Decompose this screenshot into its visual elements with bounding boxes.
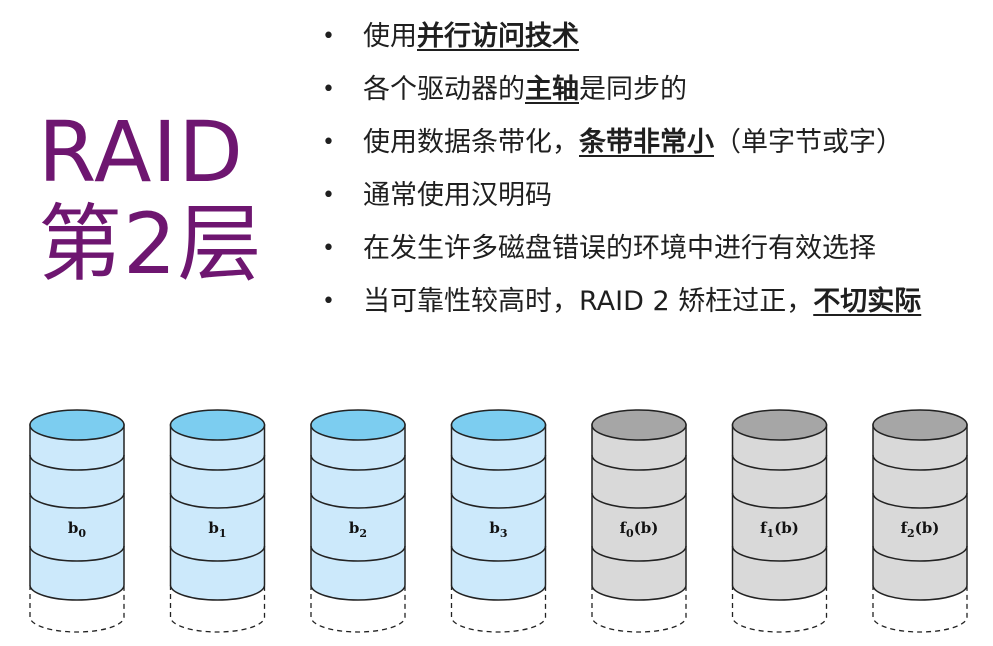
disk-strip-line (731, 454, 828, 471)
disk-label: b2 (349, 519, 367, 540)
disk-top (872, 409, 968, 441)
slide-title: RAID 第2层 (38, 106, 298, 290)
disk-strip-line (872, 454, 968, 471)
disk-top (310, 409, 406, 441)
check-disk: f1(b) (731, 409, 828, 633)
disk-top (169, 409, 266, 441)
bullet-text: 使用 (363, 21, 417, 52)
disk-strip-line (169, 545, 266, 562)
disk-strip-line (591, 545, 687, 562)
data-disk: b0 (29, 409, 125, 633)
bullet-text: 通常使用汉明码 (363, 180, 552, 211)
bullet-emphasis-text: 条带非常小 (579, 127, 714, 158)
bullet-dot-icon: • (322, 183, 335, 208)
disk-strip-line (310, 545, 406, 562)
bullet-text: 使用数据条带化， (363, 127, 579, 158)
disk-dashed-base (731, 585, 828, 633)
bullet-text: 在发生许多磁盘错误的环境中进行有效选择 (363, 233, 876, 264)
disk-top (731, 409, 828, 441)
disk-body (310, 424, 406, 601)
disk-top (450, 409, 547, 441)
check-disk: f2(b) (872, 409, 968, 633)
disk-label: b3 (489, 519, 507, 540)
disk-strip-line (731, 492, 828, 509)
disk-strip-line (310, 454, 406, 471)
bullet-text: 是同步的 (579, 74, 687, 105)
check-disk: f0(b) (591, 409, 687, 633)
disk-label: f2(b) (901, 519, 940, 540)
disk-label: b0 (68, 519, 87, 540)
bullet-item: • 通常使用汉明码 (318, 173, 921, 226)
disk-strip-line (310, 492, 406, 509)
raid2-disk-diagram: b0 b1 b2 b3 f0(b) f1(b) f2(b) (29, 409, 968, 633)
bullet-item: • 使用并行访问技术 (318, 14, 921, 67)
disk-strip-line (731, 545, 828, 562)
data-disk: b3 (450, 409, 547, 633)
bullet-text: 各个驱动器的 (363, 74, 525, 105)
disk-strip-line (591, 454, 687, 471)
disk-label: f0(b) (620, 519, 659, 540)
bullet-text: （单字节或字） (714, 127, 903, 158)
bullet-dot-icon: • (322, 236, 335, 261)
bullet-item: • 在发生许多磁盘错误的环境中进行有效选择 (318, 226, 921, 279)
disk-top (29, 409, 125, 441)
disk-label: b1 (208, 519, 226, 540)
disk-body (731, 424, 828, 601)
bullet-dot-icon: • (322, 289, 335, 314)
bullet-text: 当可靠性较高时，RAID 2 矫枉过正， (363, 286, 814, 317)
disk-strip-line (169, 492, 266, 509)
disk-top (591, 409, 687, 441)
bullet-item: • 当可靠性较高时，RAID 2 矫枉过正，不切实际 (318, 279, 921, 332)
bullet-emphasis-text: 并行访问技术 (417, 21, 579, 52)
bullet-emphasis-text: 不切实际 (813, 286, 922, 317)
disk-body (450, 424, 547, 601)
disk-dashed-base (29, 585, 125, 633)
disk-label: f1(b) (760, 519, 799, 540)
disk-dashed-base (169, 585, 266, 633)
disk-strip-line (169, 454, 266, 471)
disk-body (169, 424, 266, 601)
disk-dashed-base (591, 585, 687, 633)
disk-strip-line (450, 545, 547, 562)
title-line-raid: RAID (38, 103, 244, 201)
bullet-dot-icon: • (322, 24, 335, 49)
disk-strip-line (450, 454, 547, 471)
data-disk: b1 (169, 409, 266, 633)
disk-dashed-base (450, 585, 547, 633)
bullet-item: • 使用数据条带化，条带非常小（单字节或字） (318, 120, 921, 173)
disk-body (591, 424, 687, 601)
bullet-dot-icon: • (322, 130, 335, 155)
bullet-list: • 使用并行访问技术 • 各个驱动器的主轴是同步的 • 使用数据条带化，条带非常小（单字节… (318, 14, 921, 332)
disk-strip-line (591, 492, 687, 509)
disk-body (29, 424, 125, 601)
data-disk: b2 (310, 409, 406, 633)
disk-strip-line (29, 492, 125, 509)
title-line-level: 第2层 (38, 195, 263, 293)
disk-strip-line (450, 492, 547, 509)
disk-body (872, 424, 968, 601)
disk-strip-line (29, 454, 125, 471)
disk-strip-line (29, 545, 125, 562)
disk-strip-line (872, 492, 968, 509)
bullet-item: • 各个驱动器的主轴是同步的 (318, 67, 921, 120)
disk-dashed-base (872, 585, 968, 633)
disk-dashed-base (310, 585, 406, 633)
bullet-emphasis-text: 主轴 (525, 74, 579, 105)
disk-strip-line (872, 545, 968, 562)
bullet-dot-icon: • (322, 77, 335, 102)
